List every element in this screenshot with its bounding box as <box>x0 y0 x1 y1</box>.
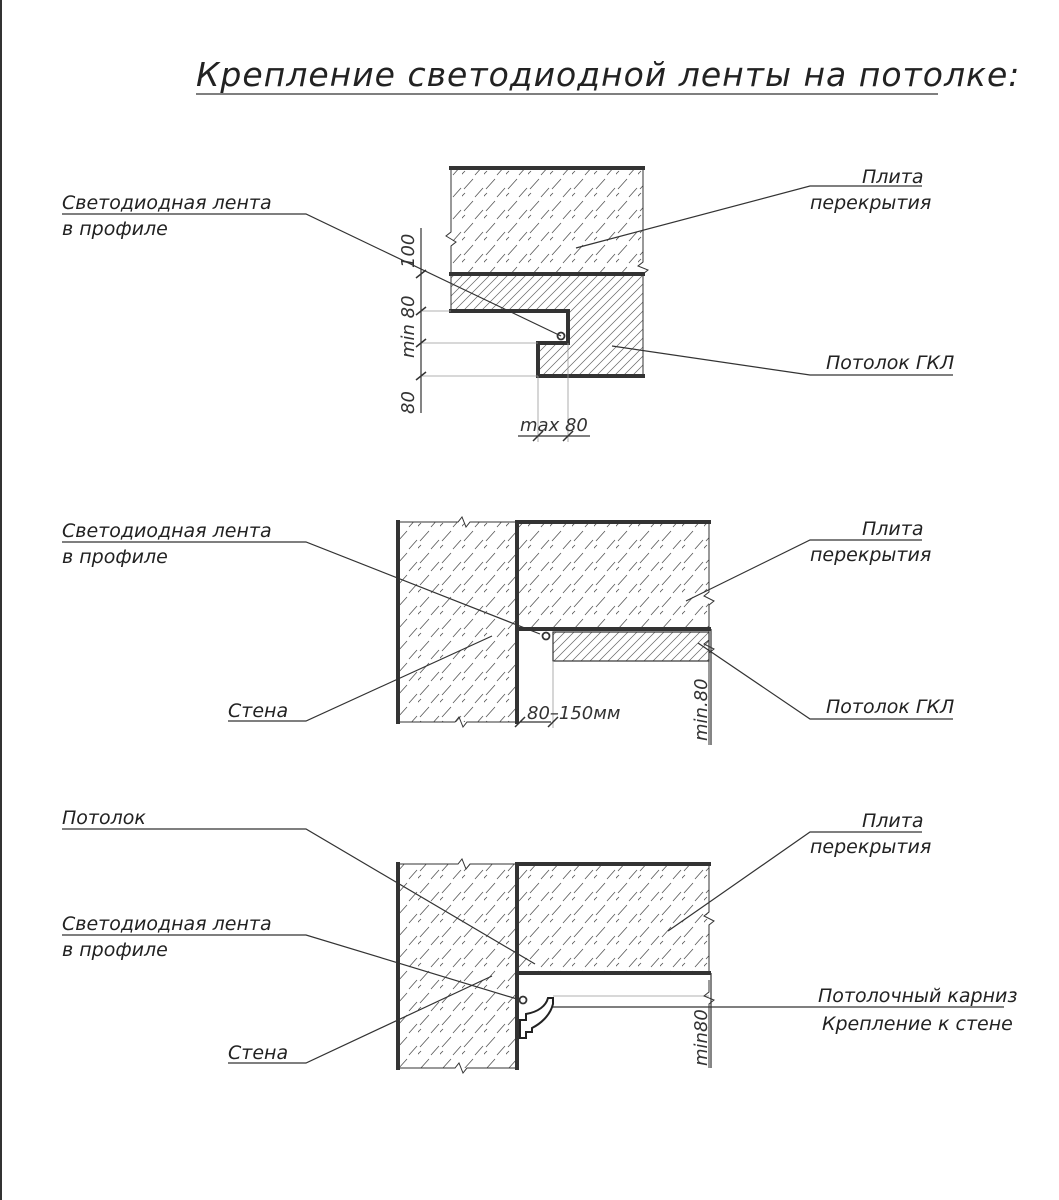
led-strip-icon <box>541 631 551 641</box>
cornice-label: Потолочный карниз <box>818 985 1017 1007</box>
ceiling-label: Потолок <box>62 807 146 829</box>
wall-label: Стена <box>228 700 288 722</box>
led-strip-icon <box>518 995 528 1005</box>
slab-label-1: Плита <box>862 166 924 188</box>
led-label-2: в профиле <box>62 546 168 568</box>
led-label-2: в профиле <box>62 939 168 961</box>
dim-max80: max 80 <box>520 415 588 436</box>
detail-1: 100 min 80 80 max 80 Светодиодная лента … <box>62 166 954 442</box>
slab <box>517 864 709 973</box>
drawing-title: Крепление светодиодной ленты на потолке: <box>196 55 1020 94</box>
led-label-1: Светодиодная лента <box>62 520 272 542</box>
slab-label-1: Плита <box>862 518 924 540</box>
detail-3: min80 Потолок Светодиодная лента в профи… <box>62 807 1017 1074</box>
gkl-label: Потолок ГКЛ <box>826 696 954 718</box>
dim-min80: min80 <box>691 1009 712 1066</box>
wall <box>398 864 517 1068</box>
gkl-ceiling <box>553 632 709 661</box>
wall-label: Стена <box>228 1042 288 1064</box>
dim-min80: min 80 <box>398 295 419 358</box>
slab-label-1: Плита <box>862 810 924 832</box>
detail-2: 80–150мм min.80 Светодиодная лента в про… <box>62 516 954 745</box>
led-label-1: Светодиодная лента <box>62 913 272 935</box>
dim-80: 80 <box>398 391 419 414</box>
slab-label-2: перекрытия <box>810 836 931 858</box>
gkl-label: Потолок ГКЛ <box>826 352 954 374</box>
dim-100: 100 <box>398 234 419 268</box>
slab <box>517 522 709 629</box>
dim-gap: 80–150мм <box>527 703 620 724</box>
gkl-ceiling <box>451 276 643 376</box>
slab <box>451 168 643 274</box>
led-label-2: в профиле <box>62 218 168 240</box>
mount-label: Крепление к стене <box>822 1013 1013 1035</box>
ceiling-cornice <box>519 997 554 1039</box>
dim-min80: min.80 <box>691 678 712 741</box>
wall <box>398 522 517 722</box>
led-label-1: Светодиодная лента <box>62 192 272 214</box>
slab-label-2: перекрытия <box>810 544 931 566</box>
slab-label-2: перекрытия <box>810 192 931 214</box>
